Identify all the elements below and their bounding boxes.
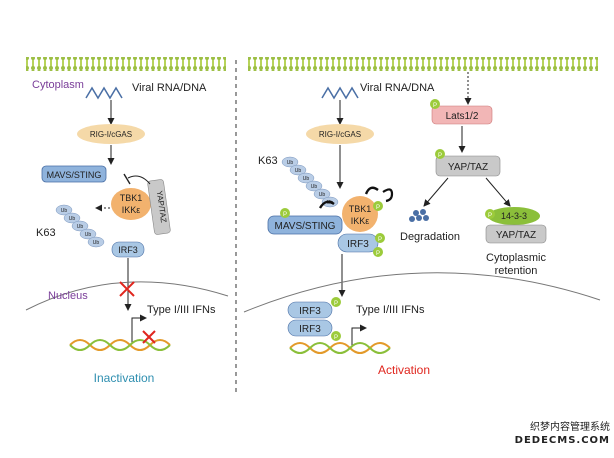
right-kinase-line2: IKKε	[351, 216, 370, 226]
right-kinase-phospho	[373, 201, 383, 211]
watermark-cn: 织梦内容管理系统	[530, 422, 610, 433]
right-sensor-oval	[306, 124, 374, 144]
right-irf3-box	[337, 233, 379, 253]
left-adaptor-label: MAVS/STING	[47, 170, 102, 180]
right-viral-label: Viral RNA/DNA	[360, 82, 435, 94]
right-yap-box-2	[485, 224, 547, 244]
left-ub-1: Ub	[61, 208, 68, 214]
right-kinase-oval	[342, 196, 378, 232]
left-adaptor-box	[41, 165, 107, 183]
right-adaptor-p: P	[283, 212, 287, 218]
right-promoter-arrow	[351, 324, 367, 346]
right-ub-5: Ub	[319, 192, 326, 198]
lats-phospho	[430, 99, 440, 109]
left-kinase-oval	[111, 188, 151, 220]
left-ub-2: Ub	[69, 216, 76, 222]
degradation-dots-icon	[409, 209, 429, 222]
right-irf3-phospho-1	[375, 233, 385, 243]
right-yap-phospho	[435, 149, 445, 159]
right-irf3-p2: P	[376, 251, 380, 257]
right-yap2-phospho	[485, 209, 495, 219]
right-ub-1: Ub	[287, 160, 294, 166]
left-sensor-label: RIG-I/cGAS	[90, 130, 132, 139]
left-irf3-box	[111, 241, 145, 258]
right-nuc-irf3-p1: P	[334, 301, 338, 307]
right-ub-2: Ub	[295, 168, 302, 174]
right-yap2-p: P	[488, 213, 492, 219]
lats-p: P	[433, 103, 437, 109]
right-nuc-irf3-1	[287, 301, 333, 319]
right-nuc-irf3-phospho-1	[331, 297, 341, 307]
right-yap-label: YAP/TAZ	[448, 162, 488, 173]
left-ub-5: Ub	[93, 240, 100, 246]
degradation-label: Degradation	[400, 231, 460, 243]
left-inhibit-bar	[123, 173, 131, 185]
left-k63-label: K63	[36, 227, 56, 239]
left-block-x-icon	[119, 281, 135, 297]
left-promoter-arrow	[131, 314, 147, 344]
retention-line1: Cytoplasmic	[486, 252, 546, 264]
right-ub-chain	[281, 156, 339, 208]
left-inhibit-line	[127, 175, 151, 185]
right-yap-box	[435, 155, 501, 177]
right-irf3-label: IRF3	[347, 239, 369, 250]
left-membrane	[26, 57, 226, 71]
left-sensor-oval	[77, 124, 145, 144]
watermark-en: DEDECMS.COM	[514, 435, 610, 446]
right-adaptor-label: MAVS/STING	[275, 221, 336, 232]
cytoplasm-label: Cytoplasm	[32, 79, 84, 91]
right-irf3-phospho-2	[373, 247, 383, 257]
lats-box	[431, 105, 493, 125]
right-kinase-line1: TBK1	[349, 204, 372, 214]
left-ub-3: Ub	[77, 224, 84, 230]
right-nuc-irf3-label-1: IRF3	[299, 306, 321, 317]
inactivation-label: Inactivation	[94, 371, 155, 385]
right-sensor-label: RIG-I/cGAS	[319, 130, 361, 139]
protein-1433-label: 14-3-3	[501, 211, 527, 221]
left-nuclear-membrane	[25, 281, 229, 311]
right-nuc-irf3-label-2: IRF3	[299, 324, 321, 335]
right-k63-label: K63	[258, 155, 278, 167]
activation-label: Activation	[378, 363, 430, 377]
right-nuclear-membrane	[243, 272, 601, 313]
right-adaptor-phospho	[280, 208, 290, 218]
left-dna-x-icon	[142, 330, 156, 344]
left-dna-helix	[69, 339, 171, 351]
right-membrane	[248, 57, 598, 71]
right-ifn-label: Type I/III IFNs	[356, 304, 425, 316]
right-nuc-irf3-phospho-2	[331, 331, 341, 341]
right-adaptor-box	[267, 215, 343, 235]
right-irf3-p1: P	[378, 237, 382, 243]
right-yap-p: P	[438, 153, 442, 159]
left-ub-chain	[55, 204, 105, 248]
right-curve-arrow-2	[364, 186, 379, 195]
right-viral-rna-icon	[321, 86, 359, 100]
left-ub-4: Ub	[85, 232, 92, 238]
left-viral-label: Viral RNA/DNA	[132, 82, 207, 94]
right-yap-label-2: YAP/TAZ	[496, 230, 536, 241]
watermark: 织梦内容管理系统 DEDECMS.COM	[482, 421, 610, 447]
left-yap-label: YAP/TAZ	[155, 190, 168, 223]
nucleus-label: Nucleus	[48, 290, 88, 302]
right-kinase-p: P	[376, 205, 380, 211]
right-dna-helix	[289, 342, 391, 354]
right-yap-inhibit-question	[382, 188, 394, 203]
left-irf3-label: IRF3	[118, 245, 138, 255]
retention-line2: retention	[495, 265, 538, 277]
left-kinase-line2: IKKε	[122, 205, 141, 215]
lats-label: Lats1/2	[446, 111, 479, 122]
right-arrow-yap-degradation	[423, 177, 449, 207]
right-nuc-irf3-p2: P	[334, 335, 338, 341]
right-ub-3: Ub	[303, 176, 310, 182]
protein-1433-oval	[488, 207, 540, 225]
left-yap-box	[147, 179, 171, 235]
right-curve-arrow-1	[318, 200, 335, 209]
right-ub-4: Ub	[311, 184, 318, 190]
viral-rna-icon	[85, 86, 123, 100]
left-kinase-line1: TBK1	[120, 193, 143, 203]
right-nuc-irf3-2	[287, 319, 333, 337]
left-ifn-label: Type I/III IFNs	[147, 304, 216, 316]
right-arrow-yap-1433	[485, 177, 511, 207]
